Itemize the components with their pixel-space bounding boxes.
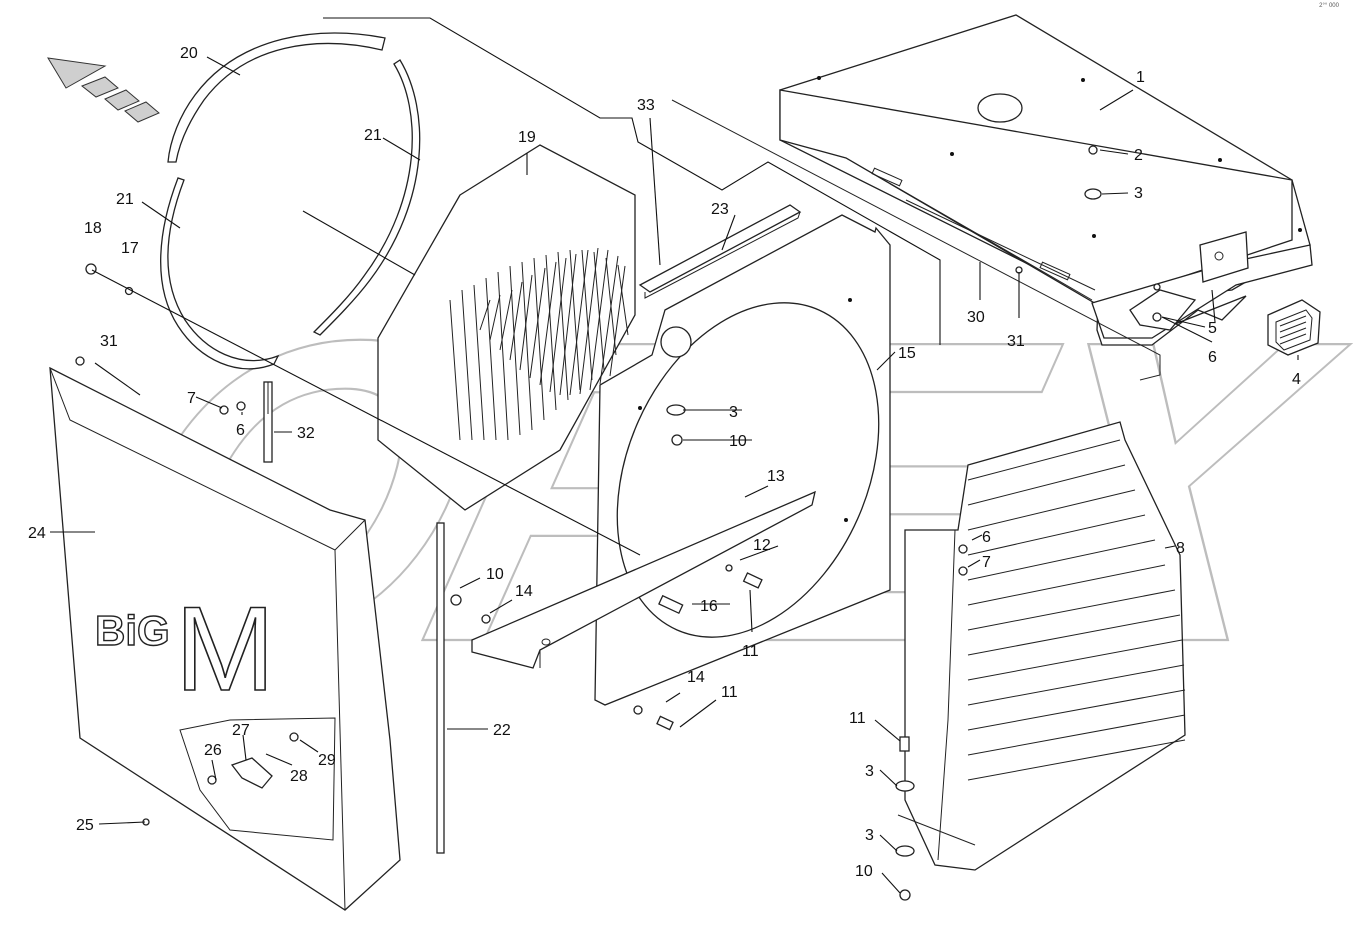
part-1-top-hood: [779, 14, 1313, 346]
drawing-code: 2°° 000: [1319, 3, 1339, 9]
label-16: 16: [700, 598, 718, 615]
part-4-lamp: [1267, 299, 1321, 356]
label-17: 17: [121, 240, 139, 257]
label-12: 12: [753, 537, 771, 554]
label-10: 10: [486, 566, 504, 583]
label-6: 6: [1208, 349, 1217, 366]
hardware-items: [75, 145, 1162, 901]
label-24: 24: [28, 525, 46, 542]
label-19: 19: [518, 129, 536, 146]
part-13-bracket: [471, 490, 816, 669]
part-19-radiator: [377, 144, 636, 511]
label-1: 1: [1136, 69, 1145, 86]
label-3: 3: [865, 763, 874, 780]
label-15: 15: [898, 345, 916, 362]
direction-arrow-icon: [47, 57, 160, 123]
part-22-seal: [436, 522, 445, 854]
label-32: 32: [297, 425, 315, 442]
label-14: 14: [515, 583, 533, 600]
label-2: 2: [1134, 147, 1143, 164]
part-32-gas-strut: [263, 381, 273, 463]
part-33-hose: [323, 17, 1161, 381]
label-11: 11: [849, 710, 866, 727]
label-25: 25: [76, 817, 94, 834]
label-10: 10: [855, 863, 873, 880]
label-6: 6: [236, 422, 245, 439]
part-labels: 1 2 3 5 6 4 30 31 33 23 19 15 20 21 21 1…: [28, 45, 1301, 880]
label-26: 26: [204, 742, 222, 759]
label-13: 13: [767, 468, 785, 485]
label-23: 23: [711, 201, 729, 218]
label-7: 7: [187, 390, 196, 407]
label-5: 5: [1208, 320, 1217, 337]
part-23-strip: [638, 204, 802, 299]
label-8: 8: [1176, 540, 1185, 557]
label-11: 11: [721, 684, 738, 701]
label-7: 7: [982, 554, 991, 571]
label-6: 6: [982, 529, 991, 546]
label-18: 18: [84, 220, 102, 237]
label-21: 21: [116, 191, 134, 208]
label-3: 3: [865, 827, 874, 844]
label-20: 20: [180, 45, 198, 62]
label-28: 28: [290, 768, 308, 785]
label-30: 30: [967, 309, 985, 326]
label-33: 33: [637, 97, 655, 114]
label-21: 21: [364, 127, 382, 144]
leader-lines: [50, 56, 1299, 894]
label-31: 31: [1007, 333, 1025, 350]
brand-text-left: BiG: [95, 607, 170, 654]
label-14: 14: [687, 669, 705, 686]
part-8-grille: [897, 421, 1186, 871]
label-4: 4: [1292, 371, 1301, 388]
label-3: 3: [729, 404, 738, 421]
label-31: 31: [100, 333, 118, 350]
part-24-front-hood: BiG M: [49, 366, 401, 911]
part-27-latch: [230, 757, 273, 789]
brand-text-right: M: [175, 582, 275, 716]
label-22: 22: [493, 722, 511, 739]
label-11: 11: [742, 643, 759, 660]
label-3: 3: [1134, 185, 1143, 202]
label-27: 27: [232, 722, 250, 739]
label-10: 10: [729, 433, 747, 450]
label-29: 29: [318, 752, 336, 769]
